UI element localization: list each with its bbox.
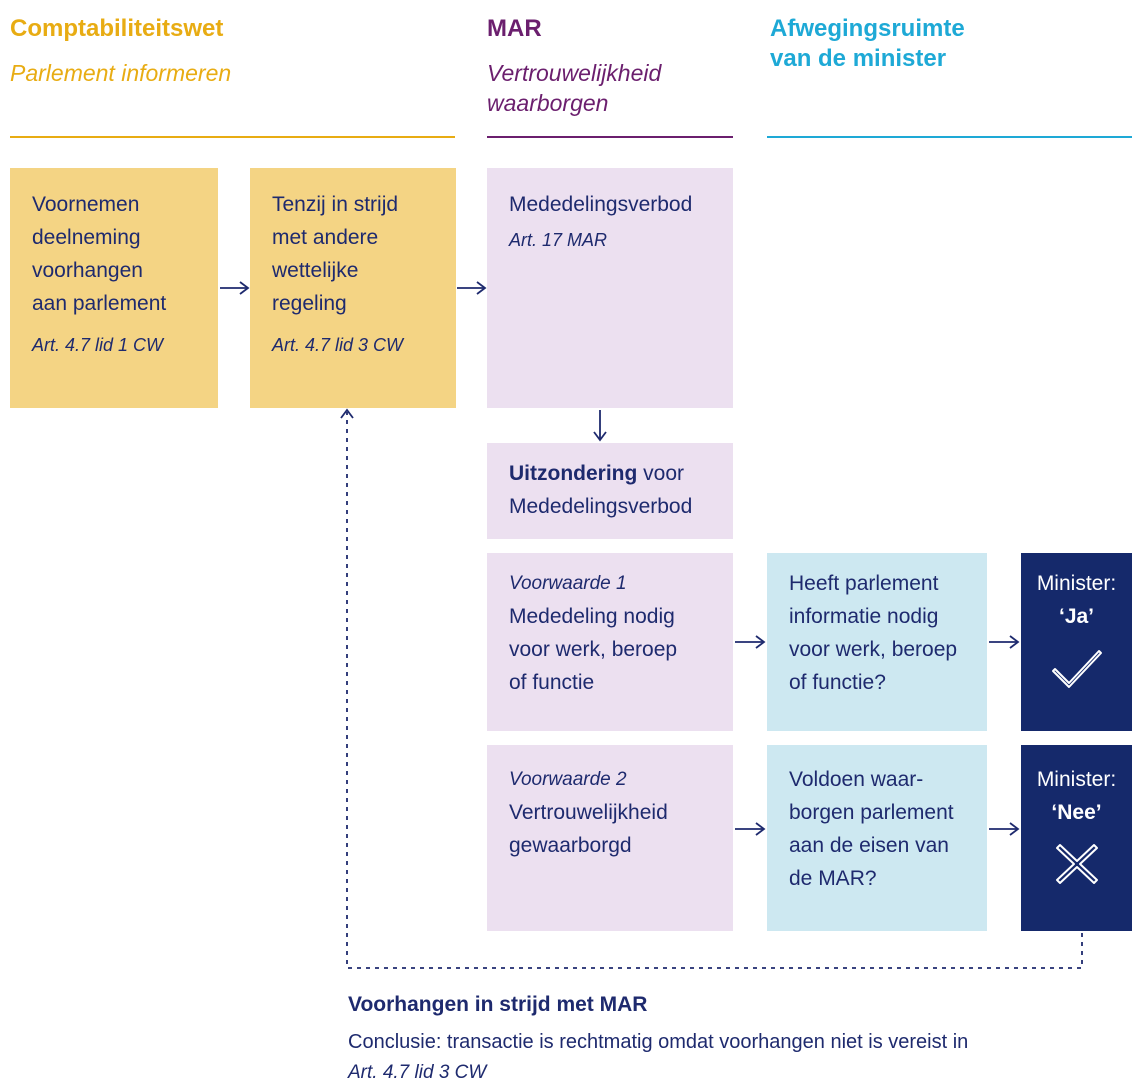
box-vraag-2: Voldoen waar- borgen parlement aan de ei…	[767, 745, 987, 931]
arrow-mededelingsverbod-to-uitzondering	[593, 410, 607, 442]
box-line: voorhangen	[32, 259, 143, 282]
box-line: Mededelingsverbod	[509, 193, 693, 216]
box-tenzij: Tenzij in strijd met andere wettelijke r…	[250, 168, 456, 408]
column-subtitle-line: waarborgen	[487, 90, 609, 116]
feedback-arrowhead	[340, 408, 354, 419]
box-voorwaarde-2: Voorwaarde 2 Vertrouwelijkheid gewaarbor…	[487, 745, 733, 931]
box-line: met andere	[272, 226, 379, 249]
minister-answer: ‘Nee’	[1051, 801, 1102, 824]
footer-article: Art. 4.7 lid 3 CW	[348, 1062, 487, 1083]
box-line: aan parlement	[32, 292, 167, 315]
box-line: informatie nodig	[789, 605, 939, 628]
column-title-line: Afwegingsruimte	[770, 15, 965, 42]
minister-label: Minister:	[1036, 572, 1117, 595]
box-line: deelneming	[32, 226, 141, 249]
box-line: Voornemen	[32, 193, 140, 216]
box-line: regeling	[272, 292, 347, 315]
box-line: aan de eisen van	[789, 834, 949, 857]
box-line: Vertrouwelijkheid	[509, 801, 668, 824]
arrow-vraag2-to-minister-nee	[989, 822, 1020, 836]
box-voornemen: Voornemen deelneming voorhangen aan parl…	[10, 168, 218, 408]
uitzondering-bold: Uitzondering	[509, 462, 638, 485]
condition-label: Voorwaarde 1	[509, 573, 627, 594]
column-title-comptabiliteitswet: Comptabiliteitswet	[10, 15, 224, 42]
box-line: Tenzij in strijd	[272, 193, 399, 216]
box-minister-nee: Minister: ‘Nee’	[1021, 745, 1132, 931]
minister-label: Minister:	[1036, 768, 1117, 791]
arrow-vraag1-to-minister-ja	[989, 635, 1020, 649]
column-rule-comptabiliteitswet	[10, 136, 455, 138]
box-line: of functie	[509, 671, 595, 694]
arrow-tenzij-to-mededelingsverbod	[457, 281, 487, 295]
arrow-voorwaarde1-to-vraag1	[735, 635, 766, 649]
box-line: borgen parlement	[789, 801, 954, 824]
condition-label: Voorwaarde 2	[509, 769, 627, 790]
box-line: Voldoen waar-	[789, 768, 924, 791]
arrow-voorwaarde2-to-vraag2	[735, 822, 766, 836]
box-line: Mededeling nodig	[509, 605, 675, 628]
minister-answer: ‘Ja’	[1058, 605, 1095, 628]
box-line: wettelijke	[272, 259, 359, 282]
box-uitzondering: Uitzondering voor Mededelingsverbod	[487, 443, 733, 539]
article-reference: Art. 4.7 lid 1 CW	[32, 335, 164, 355]
check-icon	[1051, 650, 1102, 688]
dashed-feedback-arrow	[346, 412, 1083, 969]
article-reference: Art. 4.7 lid 3 CW	[272, 335, 404, 355]
arrow-voornemen-to-tenzij	[220, 281, 250, 295]
box-line: Mededelingsverbod	[509, 495, 693, 518]
box-voorwaarde-1: Voorwaarde 1 Mededeling nodig voor werk,…	[487, 553, 733, 731]
footer-conclusion: Conclusie: transactie is rechtmatig omda…	[348, 1031, 969, 1053]
article-reference: Art. 17 MAR	[509, 230, 608, 250]
box-line: voor werk, beroep	[789, 638, 958, 661]
box-line: de MAR?	[789, 867, 877, 890]
box-line: of functie?	[789, 671, 886, 694]
column-rule-mar	[487, 136, 733, 138]
box-line: voor werk, beroep	[509, 638, 678, 661]
box-line: gewaarborgd	[509, 834, 632, 857]
footer-title: Voorhangen in strijd met MAR	[348, 993, 648, 1016]
column-subtitle-line: Vertrouwelijkheid	[487, 60, 662, 86]
box-mededelingsverbod: Mededelingsverbod Art. 17 MAR	[487, 168, 733, 408]
box-vraag-1: Heeft parlement informatie nodig voor we…	[767, 553, 987, 731]
column-rule-afwegingsruimte	[767, 136, 1132, 138]
cross-icon	[1055, 844, 1098, 884]
column-title-line: van de minister	[770, 45, 947, 72]
box-minister-ja: Minister: ‘Ja’	[1021, 553, 1132, 731]
column-subtitle-mar: Vertrouwelijkheid waarborgen	[487, 58, 661, 118]
column-title-mar: MAR	[487, 15, 542, 42]
column-title-afwegingsruimte: Afwegingsruimte van de minister	[770, 14, 965, 74]
uitzondering-rest: voor	[637, 462, 685, 485]
box-line: Uitzondering voor	[509, 457, 715, 490]
column-subtitle-comptabiliteitswet: Parlement informeren	[10, 60, 232, 86]
box-line: Heeft parlement	[789, 572, 939, 595]
